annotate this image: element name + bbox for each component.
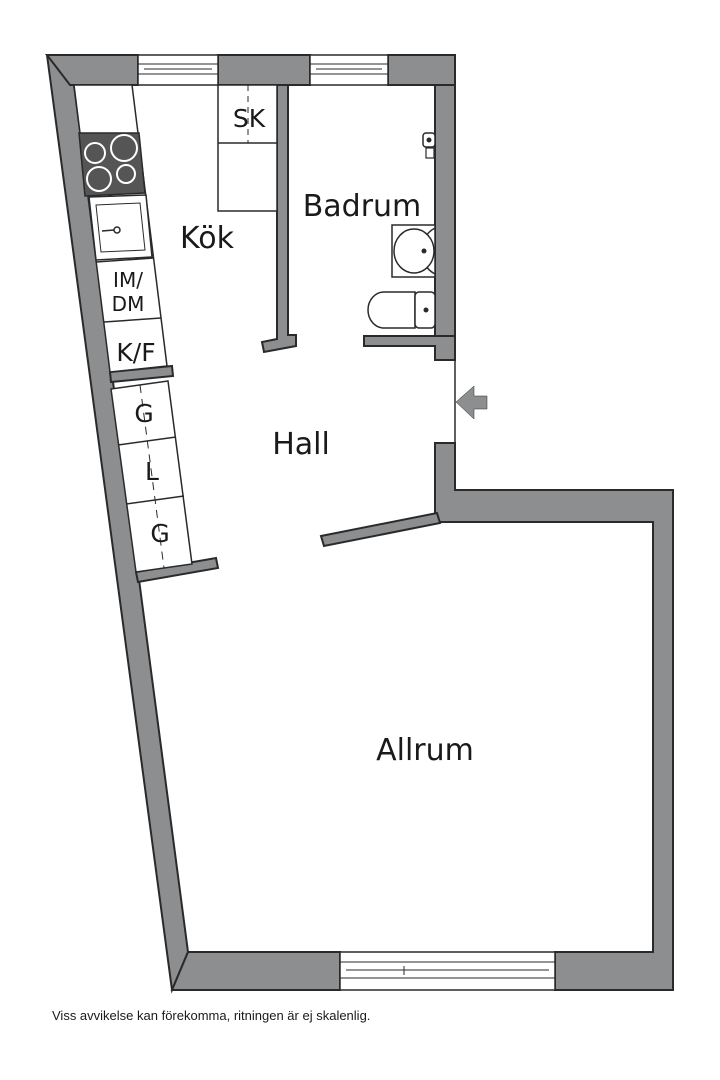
wardrobe-label-g-bottom: G xyxy=(150,519,169,548)
linen-cabinet-label: L xyxy=(145,457,159,486)
washbasin-icon xyxy=(391,224,436,278)
kitchen-sink-icon xyxy=(88,194,153,261)
dishwasher-label-2: DM xyxy=(112,292,145,316)
stove-icon xyxy=(78,132,146,197)
room-label-hall: Hall xyxy=(272,427,330,462)
shower-icon xyxy=(422,132,436,159)
window-bathroom xyxy=(309,54,389,86)
wall-bathroom-bottom xyxy=(363,335,456,361)
entrance-arrow-icon xyxy=(455,385,488,420)
wall-top-right xyxy=(387,54,456,86)
room-label-allrum: Allrum xyxy=(376,733,474,768)
wall-bathroom-right xyxy=(434,84,456,361)
toilet-icon xyxy=(367,291,436,329)
room-label-kok: Kök xyxy=(180,221,235,256)
wall-hall-right xyxy=(434,442,674,991)
window-kitchen xyxy=(137,54,219,86)
wall-top-middle xyxy=(217,54,311,86)
disclaimer-footnote: Viss avvikelse kan förekomma, ritningen … xyxy=(52,1008,371,1023)
wall-hall-allrum xyxy=(319,511,442,548)
fridge-freezer-label: K/F xyxy=(116,338,155,367)
storage-closet-label: SK xyxy=(233,104,266,133)
wall-kitchen-bathroom xyxy=(260,84,297,354)
window-allrum xyxy=(339,951,556,991)
wardrobe-label-g-top: G xyxy=(134,399,153,428)
wardrobe-unit xyxy=(110,380,193,573)
storage-closet xyxy=(217,84,278,212)
room-label-badrum: Badrum xyxy=(303,189,422,224)
dishwasher-label-1: IM/ xyxy=(113,268,143,292)
wall-bottom-left xyxy=(170,951,341,991)
